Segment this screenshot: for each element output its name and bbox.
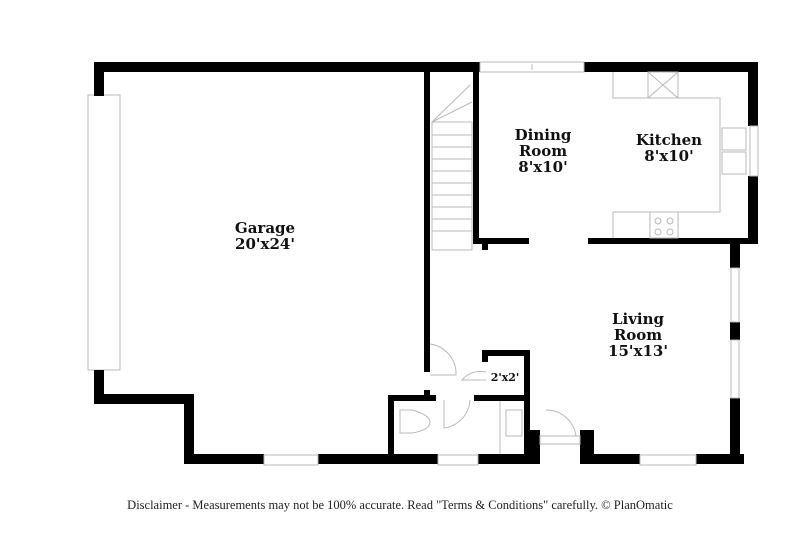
kitchen-counters [612,71,747,239]
room-dimensions: 2'x2' [490,371,520,384]
room-name-line2: Room [613,326,663,344]
room-label-closet: 2'x2' [491,372,520,384]
room-dimensions: 8'x10' [644,147,694,165]
room-dimensions: 8'x10' [518,158,568,176]
room-label-kitchen: Kitchen 8'x10' [636,132,702,164]
interior-walls [388,72,748,460]
room-label-garage: Garage 20'x24' [235,220,295,252]
room-name: Kitchen [635,131,703,149]
room-label-living: Living Room 15'x13' [608,311,668,359]
doors [429,343,581,445]
disclaimer: Disclaimer - Measurements may not be 100… [127,498,673,512]
exterior-walls [94,62,758,464]
room-name-line1: Living [611,310,665,328]
garage-door [87,94,121,371]
room-name-line1: Dining [514,126,572,144]
room-name: Garage [234,219,296,237]
room-dimensions: 20'x24' [235,235,295,253]
windows [263,61,759,466]
room-label-dining: Dining Room 8'x10' [515,127,572,175]
room-dimensions: 15'x13' [608,342,668,360]
room-name-line2: Room [518,142,568,160]
stairs [431,84,473,251]
bathroom-fixtures [399,401,523,454]
